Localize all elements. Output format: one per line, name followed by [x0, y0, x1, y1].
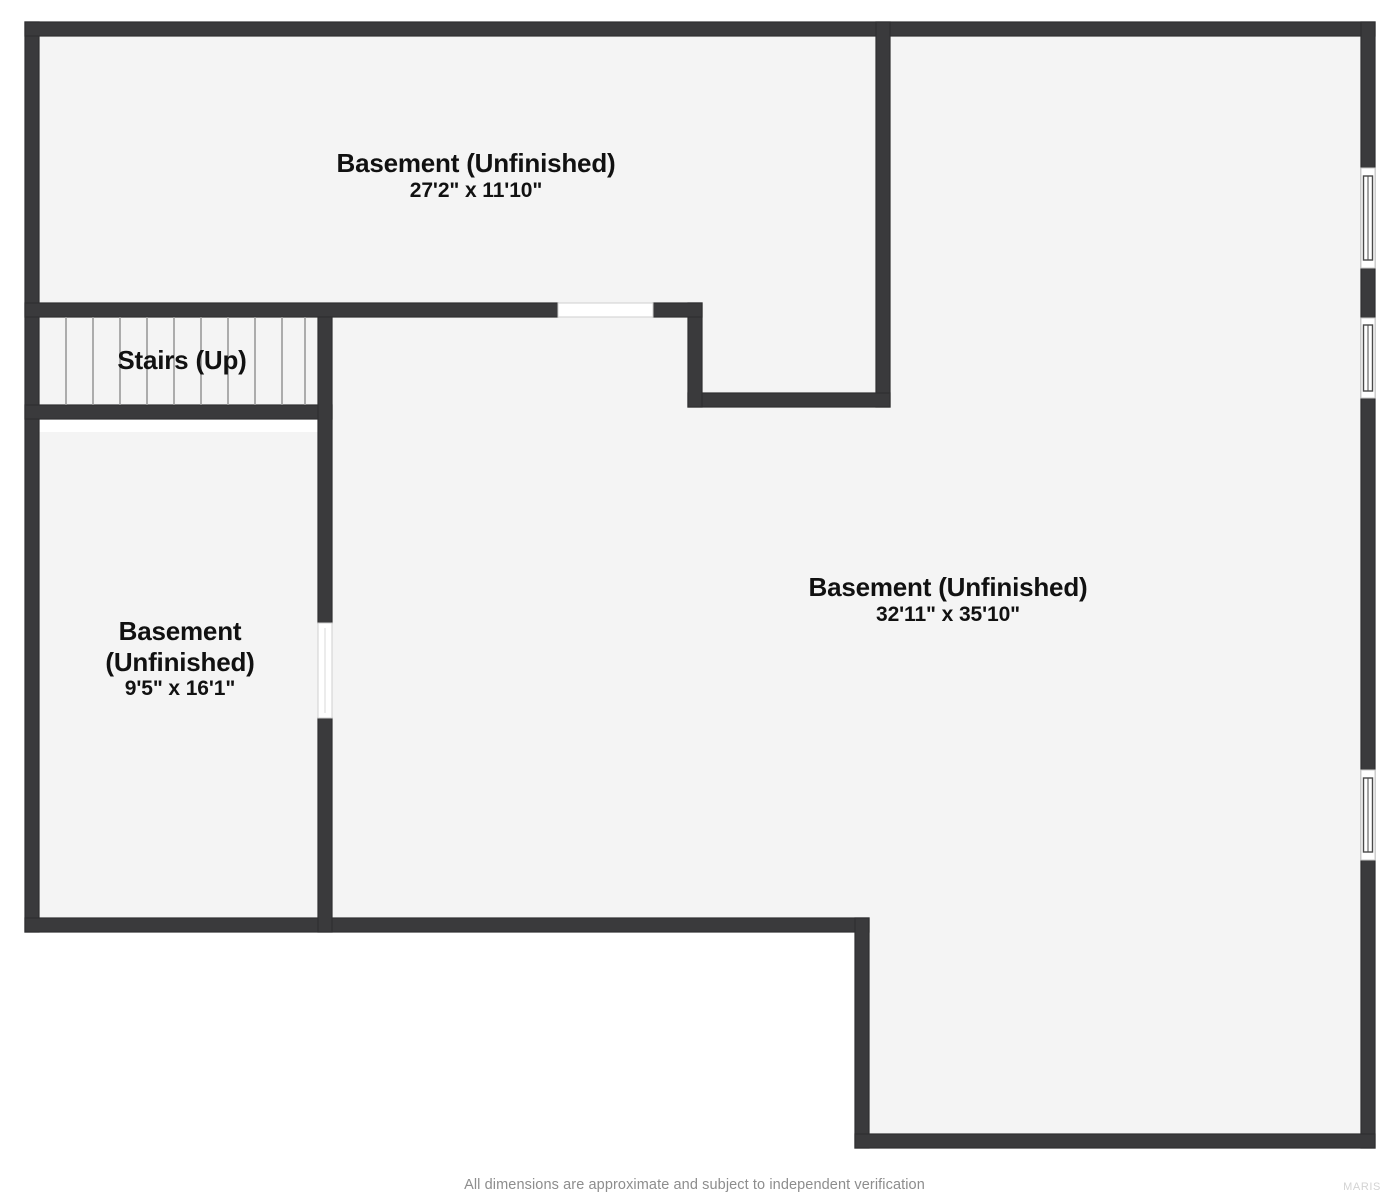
wall-exterior-left — [24, 21, 40, 933]
floor-stairs — [39, 317, 332, 405]
watermark-maris: MARIS — [1343, 1181, 1381, 1193]
doorway-top-interior — [557, 302, 654, 318]
wall-exterior-top — [24, 21, 1376, 37]
disclaimer-text: All dimensions are approximate and subje… — [464, 1177, 925, 1193]
wall-interior-horizontal-notch — [687, 392, 891, 408]
doorway-left-room — [317, 622, 333, 719]
wall-interior-vertical-left-room-upper — [317, 316, 333, 624]
window-right-lower — [1360, 769, 1376, 861]
window-right-upper-2 — [1360, 317, 1376, 399]
floor-fills — [39, 36, 1361, 1134]
floor-basement-main-lower — [855, 918, 1361, 1134]
floor-basement-top — [39, 36, 876, 303]
windows — [1360, 167, 1376, 861]
floor-basement-left — [39, 432, 318, 919]
wall-exterior-bottom-left — [24, 917, 870, 933]
walls — [24, 21, 1376, 1149]
wall-interior-horizontal-top-right — [652, 302, 703, 318]
wall-exterior-step-vertical — [854, 917, 870, 1149]
floor-basement-main-middle — [332, 303, 890, 932]
stair-treads — [65, 317, 306, 405]
wall-interior-vertical-upper — [875, 21, 891, 408]
wall-interior-vertical-notch — [687, 302, 703, 408]
wall-interior-horizontal-below-stairs — [24, 404, 333, 420]
wall-interior-vertical-left-room-lower — [317, 717, 333, 933]
window-right-upper-1 — [1360, 167, 1376, 269]
doorways — [317, 302, 654, 719]
wall-exterior-bottom-right — [854, 1133, 1376, 1149]
wall-interior-horizontal-top-left — [24, 302, 559, 318]
